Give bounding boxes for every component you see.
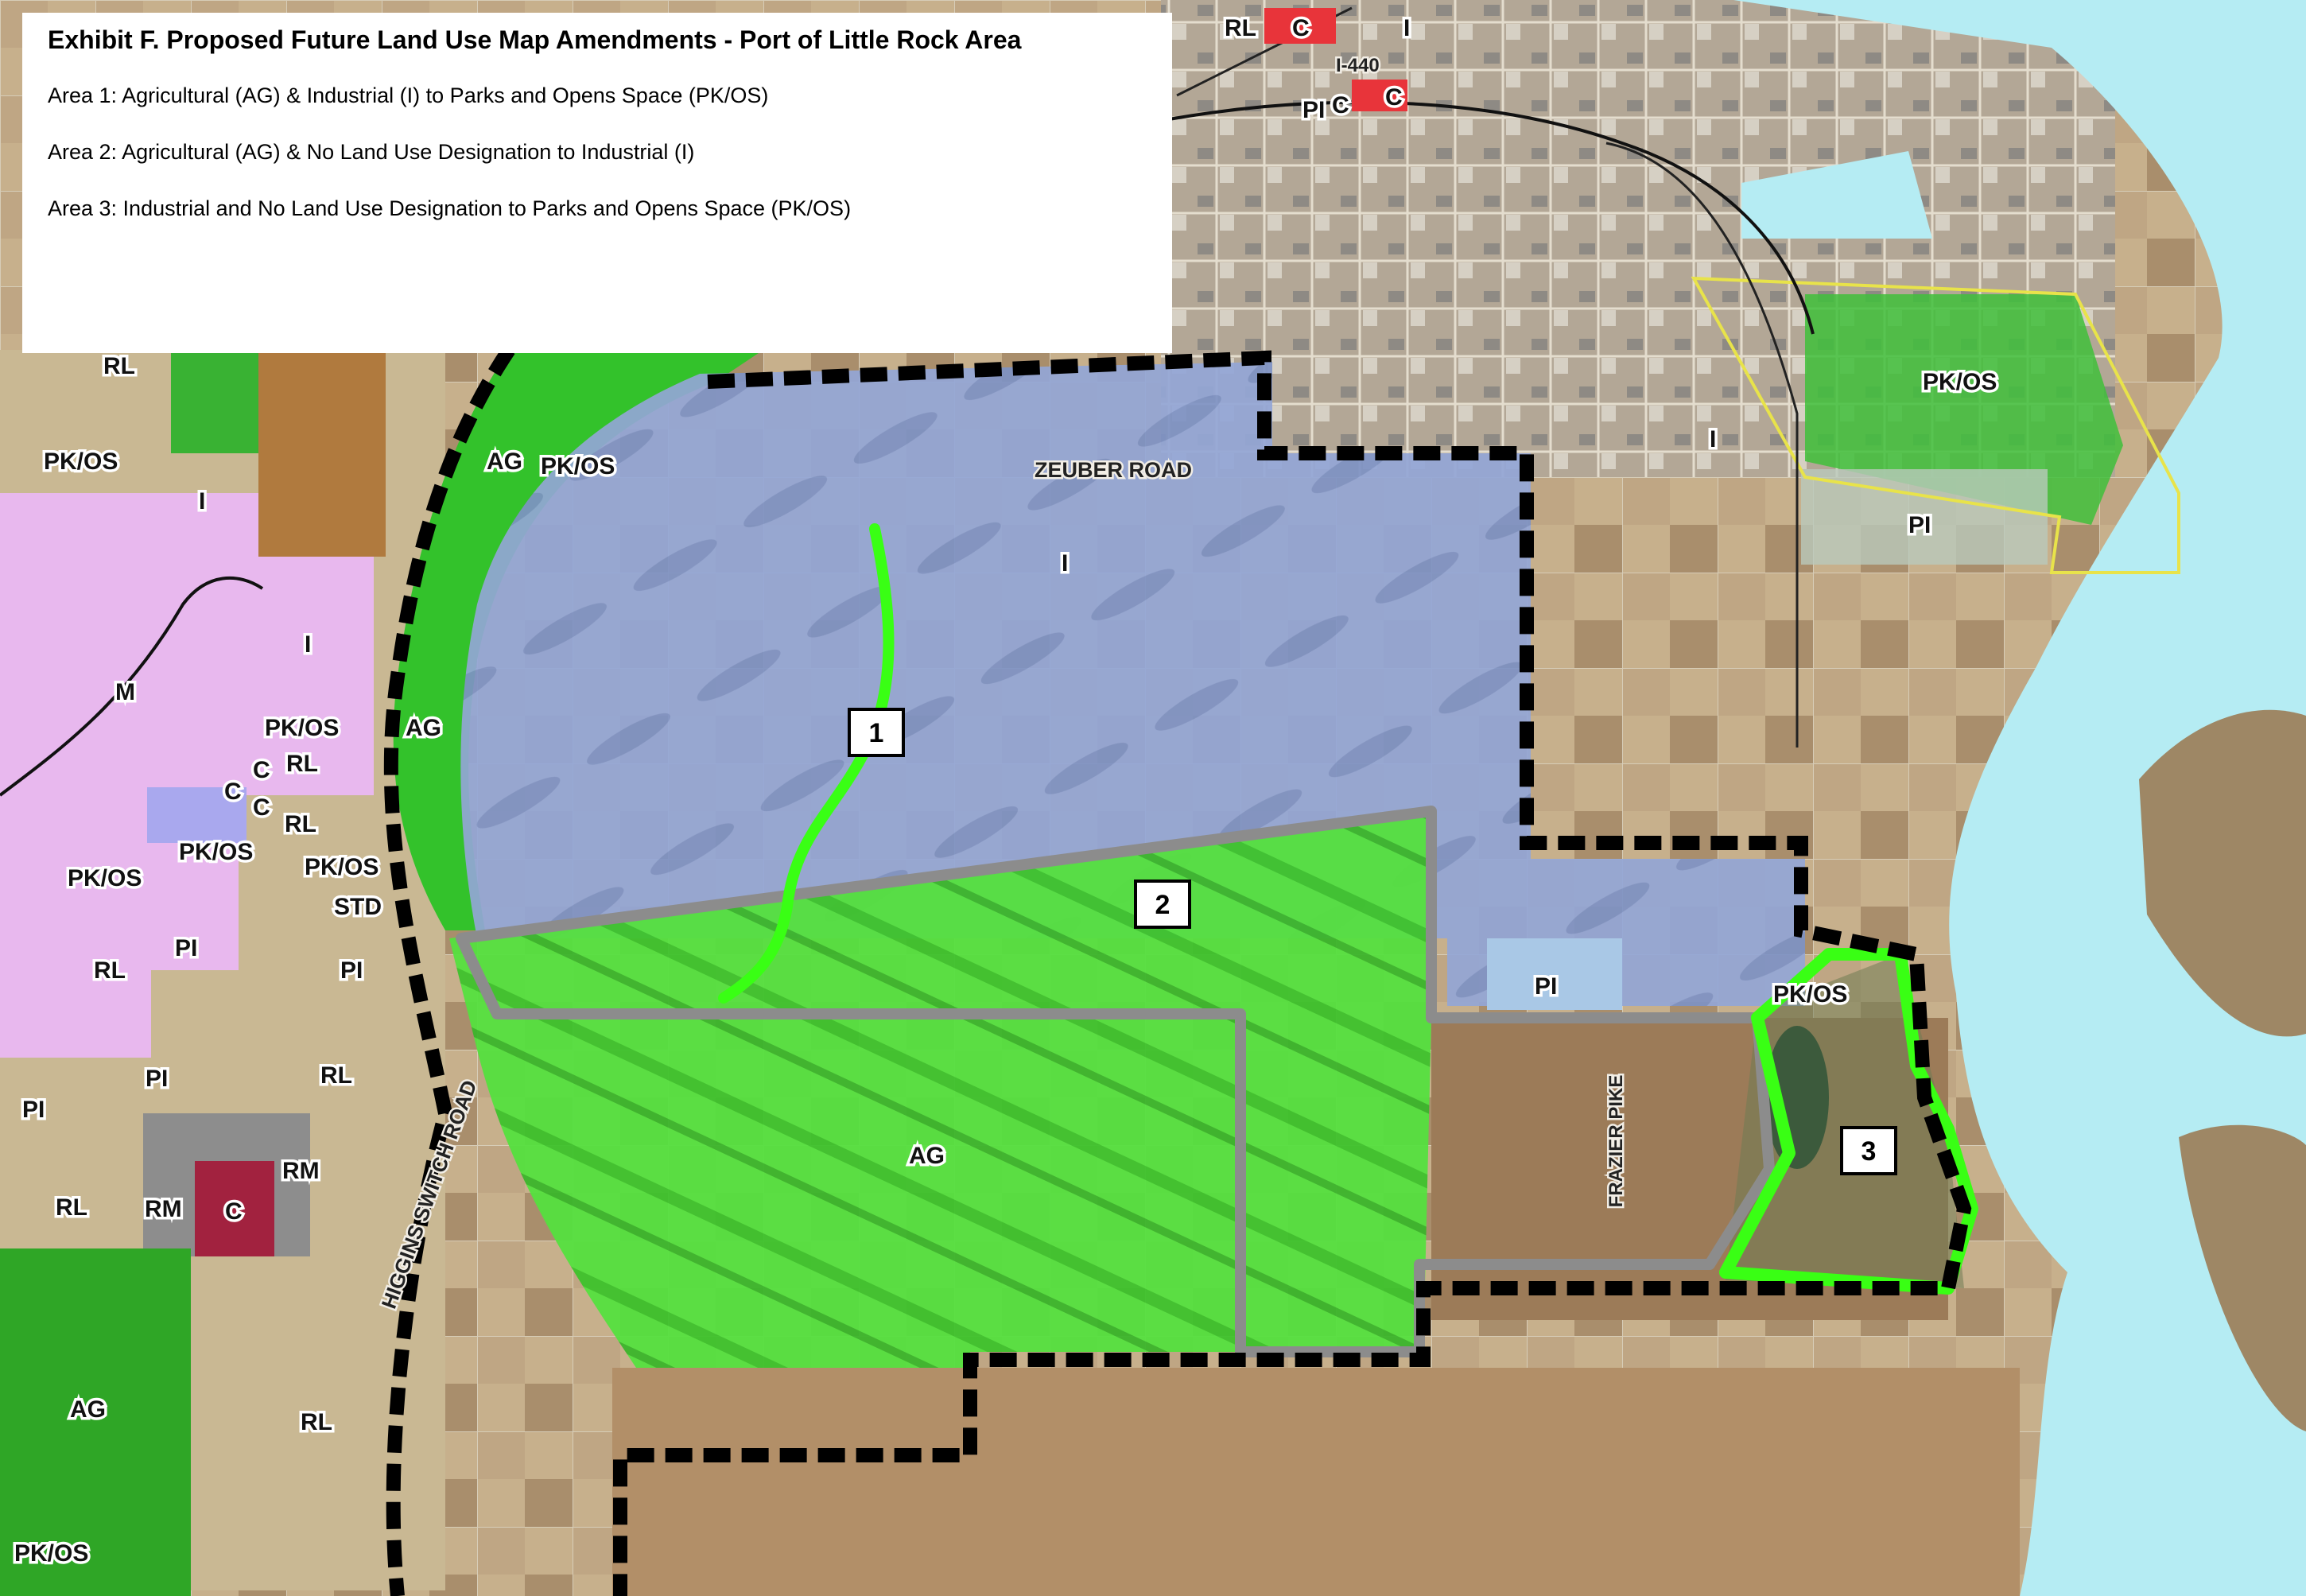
lu-label: PI <box>22 1097 45 1123</box>
lu-label: PK/OS <box>44 449 118 475</box>
city-boundary <box>383 346 1972 1596</box>
zone-purple <box>147 787 247 843</box>
area2-outline <box>456 806 1775 1357</box>
arkansas-river <box>1733 0 2306 1596</box>
lu-label: RL <box>301 1409 332 1435</box>
zone-green-strip <box>171 350 258 453</box>
lu-label: I <box>1710 426 1716 452</box>
lu-label: RL <box>56 1194 87 1221</box>
lu-label: AG <box>909 1143 945 1169</box>
lu-label: C <box>253 794 270 821</box>
lu-label: PI <box>340 957 363 984</box>
lu-label: AG <box>487 449 522 475</box>
lu-label: RL <box>1225 15 1256 41</box>
zone-pkos-ne <box>1805 294 2123 525</box>
river-island <box>2139 709 2306 1037</box>
legend-item-area1: Area 1: Agricultural (AG) & Industrial (… <box>48 83 769 107</box>
lu-label: C <box>1292 15 1310 41</box>
lu-label: PI <box>175 935 197 961</box>
lu-label: C <box>225 1198 243 1225</box>
zone-commercial <box>1264 8 1336 44</box>
zone-pi-ne <box>1801 469 2048 565</box>
area3-outline <box>1719 948 1978 1295</box>
zone-pi-blue <box>1487 938 1622 1010</box>
lu-label: RL <box>320 1062 352 1089</box>
area3-marker[interactable]: 3 <box>1840 1126 1897 1175</box>
zone-commercial <box>1352 80 1407 111</box>
i440-label: I-440 <box>1336 55 1380 76</box>
lu-label: RL <box>285 811 316 837</box>
lu-label: M <box>115 679 135 705</box>
lu-label: I <box>1062 550 1068 577</box>
frazier-pike-label: FRAZIER PIKE <box>1605 1075 1627 1208</box>
area1-number: 1 <box>869 718 884 748</box>
area2-marker[interactable]: 2 <box>1134 880 1191 929</box>
zone-commercial-dark <box>195 1161 274 1256</box>
river-island <box>2179 1124 2306 1431</box>
lu-label: C <box>253 757 270 783</box>
zone-green-left <box>0 1248 191 1596</box>
rail-line <box>0 100 1815 797</box>
harbor-channel <box>1741 151 1932 239</box>
lu-label: PK/OS <box>1773 981 1847 1008</box>
lu-label: I <box>199 488 205 515</box>
legend-title: Exhibit F. Proposed Future Land Use Map … <box>48 25 1022 54</box>
zone-brown-north <box>258 350 386 557</box>
zone-farmland-s <box>612 1368 2020 1596</box>
lu-label: AG <box>70 1396 106 1423</box>
lu-label: I <box>1403 15 1410 41</box>
area1-marker[interactable]: 1 <box>848 708 905 757</box>
lu-label: PI <box>1302 97 1325 123</box>
zone-pkos-arc <box>393 350 763 930</box>
lu-label: C <box>1385 84 1403 111</box>
lu-label: RL <box>94 957 126 984</box>
lu-label: RM <box>282 1158 320 1184</box>
map-legend: Exhibit F. Proposed Future Land Use Map … <box>22 13 1172 353</box>
zone-outline-yellow <box>1691 276 2180 574</box>
legend-item-area2: Area 2: Agricultural (AG) & No Land Use … <box>48 140 695 164</box>
lu-label: PI <box>1535 973 1557 1000</box>
area1-line <box>718 523 895 1004</box>
area3-number: 3 <box>1861 1136 1877 1167</box>
lu-label: AG <box>406 715 441 741</box>
lu-label: PI <box>146 1066 168 1092</box>
lu-label: PK/OS <box>14 1540 88 1567</box>
area2-number: 2 <box>1155 890 1170 920</box>
lu-label: C <box>1332 92 1349 118</box>
lu-label: PK/OS <box>179 839 253 865</box>
lu-label: STD <box>334 894 382 920</box>
zeuber-road-label: ZEUBER ROAD <box>1035 458 1192 482</box>
lu-label: PK/OS <box>541 453 615 480</box>
lu-label: I <box>305 631 311 658</box>
zone-pink <box>0 493 374 1058</box>
legend-item-area3: Area 3: Industrial and No Land Use Desig… <box>48 196 852 220</box>
lu-label: C <box>224 779 242 805</box>
lu-label: PI <box>1908 512 1931 538</box>
lu-label: RL <box>103 353 135 379</box>
lu-label: PK/OS <box>68 865 142 891</box>
lu-label: RM <box>145 1196 182 1222</box>
lu-label: PK/OS <box>305 854 379 880</box>
lu-label: PK/OS <box>1923 369 1997 395</box>
zone-industrial <box>460 362 1806 1006</box>
lu-label: PK/OS <box>265 715 339 741</box>
lu-label: RL <box>286 751 318 777</box>
zone-agricultural <box>449 811 1431 1368</box>
